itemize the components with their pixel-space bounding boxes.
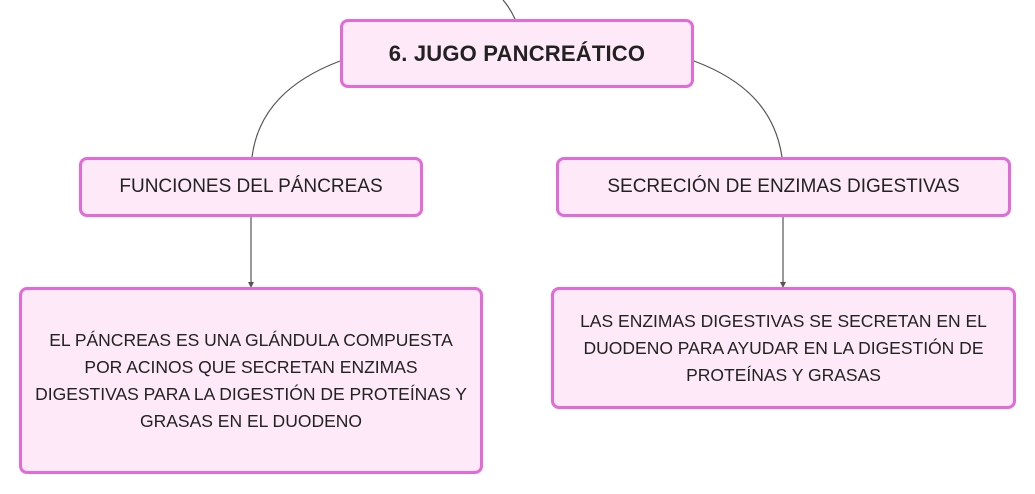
connector-root-to-left-topic — [251, 60, 341, 158]
topic-node-pancreas-functions[interactable]: FUNCIONES DEL PÁNCREAS — [79, 157, 423, 217]
topic-node-label: FUNCIONES DEL PÁNCREAS — [119, 176, 383, 197]
detail-node-enzyme-secretion[interactable]: LAS ENZIMAS DIGESTIVAS SE SECRETAN EN EL… — [551, 287, 1016, 409]
connector-root-to-right-topic — [693, 60, 783, 158]
detail-node-pancreas-functions[interactable]: EL PÁNCREAS ES UNA GLÁNDULA COMPUESTA PO… — [19, 287, 483, 474]
connector-incoming-root — [502, 0, 516, 20]
detail-node-text: LAS ENZIMAS DIGESTIVAS SE SECRETAN EN EL… — [580, 310, 987, 385]
topic-node-label: SECRECIÓN DE ENZIMAS DIGESTIVAS — [607, 176, 960, 197]
root-node-label: 6. JUGO PANCREÁTICO — [388, 40, 646, 66]
topic-node-enzyme-secretion[interactable]: SECRECIÓN DE ENZIMAS DIGESTIVAS — [556, 157, 1011, 217]
detail-node-text: EL PÁNCREAS ES UNA GLÁNDULA COMPUESTA PO… — [35, 329, 467, 431]
root-node-title[interactable]: 6. JUGO PANCREÁTICO — [340, 19, 694, 88]
